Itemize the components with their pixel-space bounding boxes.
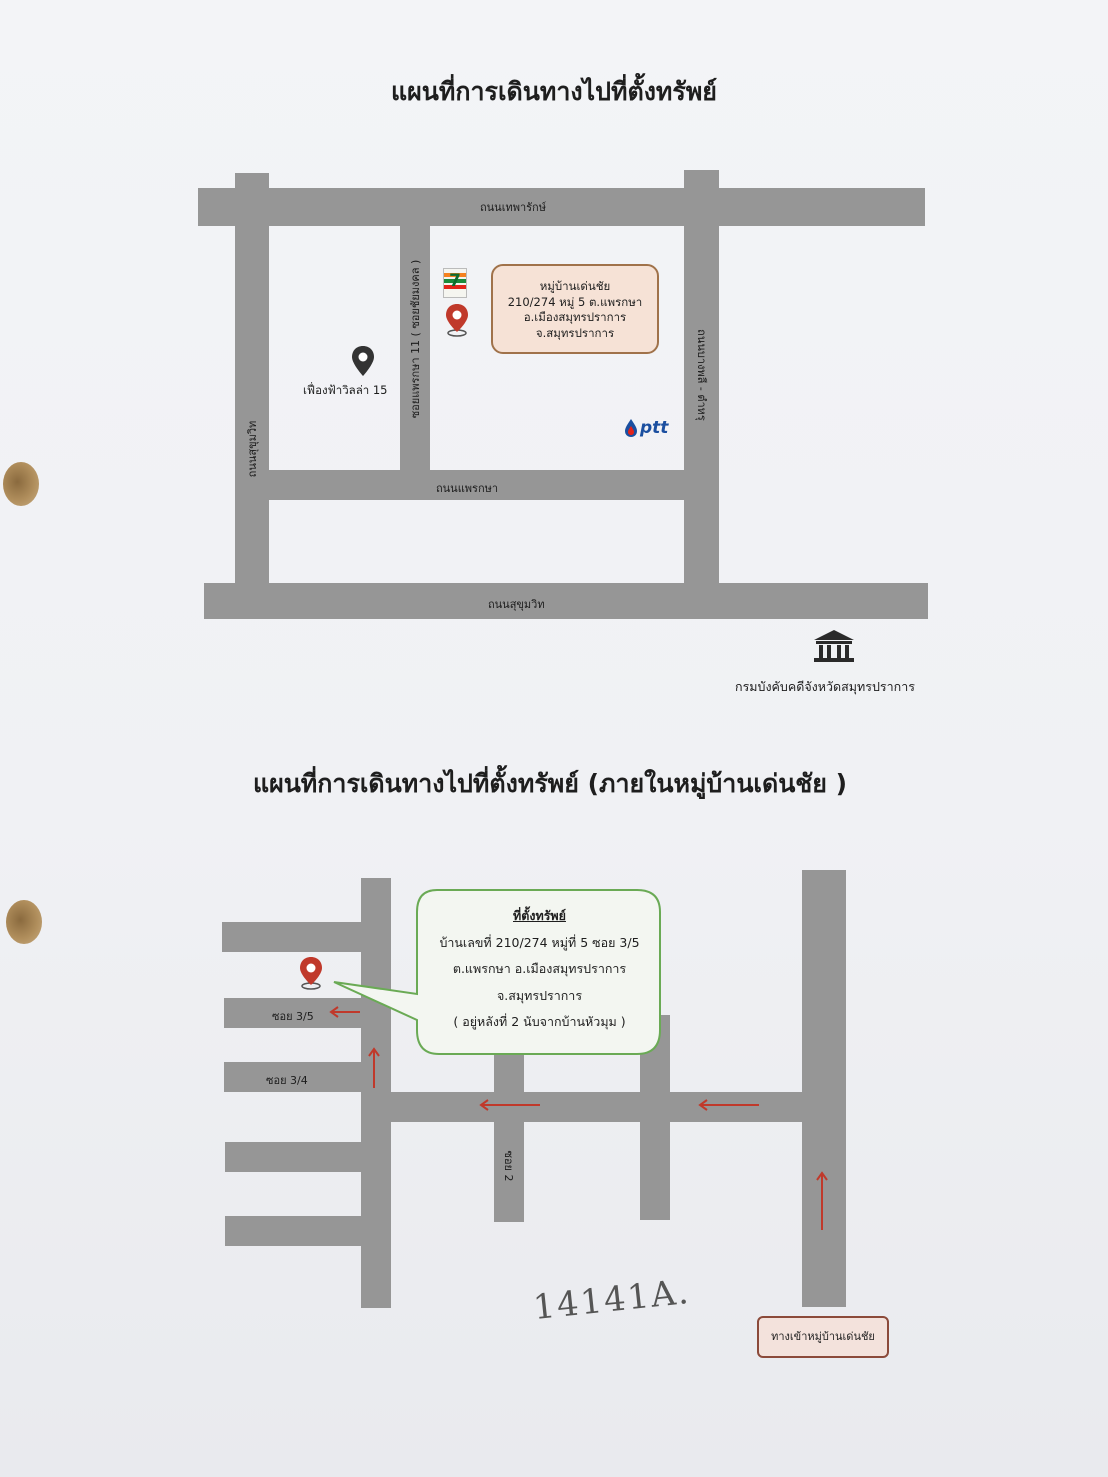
road-middle-label: ถนนแพรกษา xyxy=(436,482,499,495)
arrow-left-icon xyxy=(329,1006,360,1018)
road-main-horizontal xyxy=(389,1092,819,1122)
callout-line: บ้านเลขที่ 210/274 หมู่ที่ 5 ซอย 3/5 xyxy=(439,934,640,950)
road-soi xyxy=(225,1216,367,1246)
arrow-left-icon xyxy=(479,1099,540,1111)
handwritten-note: 14141A. xyxy=(531,1271,693,1329)
address-line: อ.เมืองสมุทรปราการ xyxy=(523,310,627,324)
road-bottom-label: ถนนสุขุมวิท xyxy=(488,598,545,611)
soi-3-4-label: ซอย 3/4 xyxy=(266,1074,308,1087)
road-soi-vertical-label: ซอยแพรกษา 11 ( ซอยชัยมงคล ) xyxy=(409,259,422,419)
ptt-flame-icon xyxy=(625,419,637,437)
government-building-icon xyxy=(814,630,854,662)
callout-heading: ที่ตั้งทรัพย์ xyxy=(513,908,566,923)
road-entry xyxy=(802,870,846,1307)
road-soi xyxy=(222,922,367,952)
road-soi-vertical xyxy=(400,222,430,472)
entry-label: ทางเข้าหมู่บ้านเด่นชัย xyxy=(757,1316,889,1358)
callout-text: ที่ตั้งทรัพย์ บ้านเลขที่ 210/274 หมู่ที่… xyxy=(417,903,662,1036)
address-line: หมู่บ้านเด่นชัย xyxy=(539,279,611,293)
place-label: เฟื่องฟ้าวิลล่า 15 xyxy=(303,383,388,397)
map1-title: แผนที่การเดินทางไปที่ตั้งทรัพย์ xyxy=(391,77,717,106)
road-left-vertical-label: ถนนสุขุมวิท xyxy=(246,420,259,478)
location-pin-icon xyxy=(300,957,322,990)
callout-line: ต.แพรกษา อ.เมืองสมุทรปราการ xyxy=(452,961,627,976)
punch-hole xyxy=(6,900,42,944)
arrow-up-icon xyxy=(816,1171,828,1230)
place-pin-icon xyxy=(352,346,374,376)
road-right-vertical xyxy=(684,170,719,585)
punch-hole xyxy=(3,462,39,506)
road-top xyxy=(198,188,925,226)
road-left-vertical xyxy=(235,173,269,585)
road-vertical-left xyxy=(361,878,391,1308)
road-soi xyxy=(225,1142,367,1172)
road-middle xyxy=(235,470,719,500)
road-soi-3-4 xyxy=(224,1062,367,1092)
road-soi-2 xyxy=(494,1040,524,1222)
address-line: จ.สมุทรปราการ xyxy=(535,325,615,340)
callout-line: ( อยู่หลังที่ 2 นับจากบ้านหัวมุม ) xyxy=(453,1014,626,1029)
seven-eleven-logo: 7 xyxy=(443,268,467,298)
road-top-label: ถนนเทพารักษ์ xyxy=(480,201,546,214)
address-box: หมู่บ้านเด่นชัย 210/274 หมู่ 5 ต.แพรกษา … xyxy=(491,264,659,354)
map2-title: แผนที่การเดินทางไปที่ตั้งทรัพย์ (ภายในหม… xyxy=(252,769,848,798)
arrow-left-icon xyxy=(698,1099,759,1111)
road-bottom xyxy=(204,583,928,619)
arrow-up-icon xyxy=(368,1047,380,1088)
callout-line: จ.สมุทรปราการ xyxy=(496,987,583,1003)
road-right-vertical-label: ถนนบางพลี - ตำหรุ xyxy=(695,329,708,421)
location-pin-icon xyxy=(446,304,468,337)
address-line: 210/274 หมู่ 5 ต.แพรกษา xyxy=(507,294,643,309)
soi-2-label: ซอย 2 xyxy=(502,1150,515,1182)
callout-bubble xyxy=(333,889,661,1055)
department-label: กรมบังคับคดีจังหวัดสมุทรปราการ xyxy=(735,679,915,694)
soi-3-5-label: ซอย 3/5 xyxy=(272,1010,314,1023)
